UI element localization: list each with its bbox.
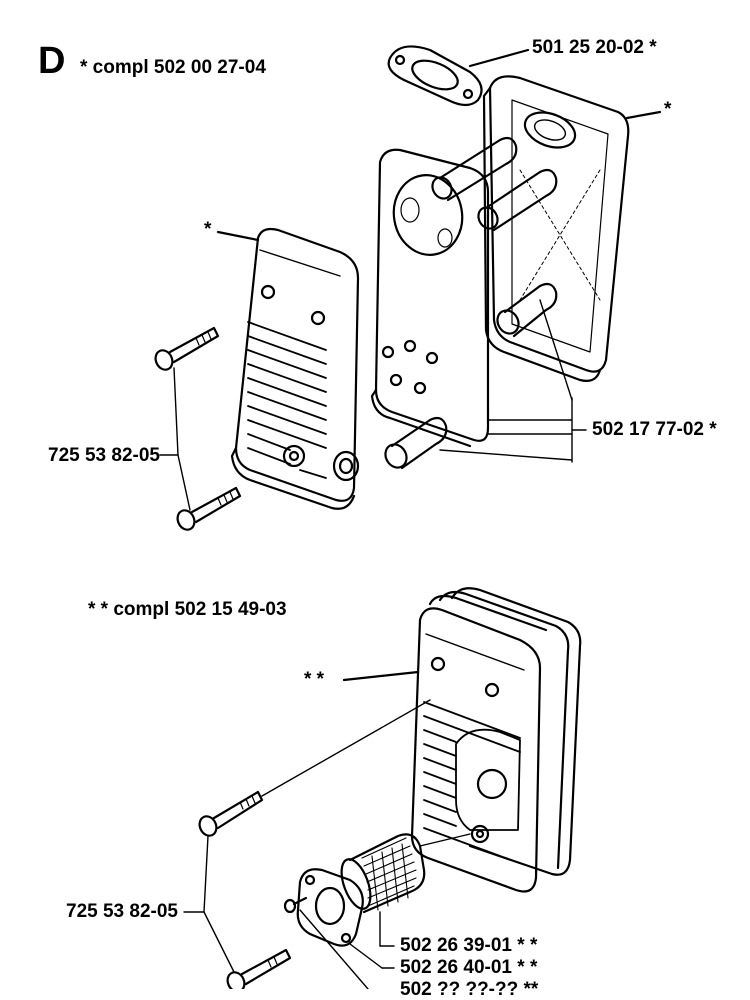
screw-bottom-1	[198, 699, 431, 837]
muffler-housing-bottom	[428, 587, 582, 876]
part-number-tubes: 502 17 77-02 *	[592, 419, 717, 440]
leader-cover-top	[216, 230, 260, 242]
tubes-upper	[431, 136, 558, 232]
front-cover-bottom	[410, 607, 542, 893]
section-letter: D	[38, 40, 66, 82]
leader-screws-bottom	[183, 835, 235, 973]
leader-housing	[625, 110, 662, 120]
part-star-cover-bottom: * *	[304, 669, 325, 690]
flange	[296, 868, 364, 947]
front-cover-top	[230, 227, 360, 510]
kit-label-bottom: * * compl 502 15 49-03	[88, 599, 287, 620]
tube-lower-left	[384, 416, 448, 470]
part-star-cover: *	[204, 219, 212, 240]
leader-tubes	[439, 299, 587, 463]
baffle-plate	[370, 148, 490, 448]
part-star-housing: *	[664, 99, 672, 120]
part-number-screws-bottom: 725 53 82-05	[66, 901, 178, 922]
part-number-flange: 502 26 40-01 * *	[400, 957, 538, 978]
gasket-top	[387, 45, 483, 107]
part-number-spark-screen: 502 26 39-01 * *	[400, 935, 538, 956]
part-number-partial: 502 ?? ??-?? **	[400, 979, 539, 1000]
leader-cover-bottom	[342, 670, 420, 682]
leader-gasket-top	[468, 48, 530, 68]
tube-lower-right	[496, 282, 558, 338]
screw-top-1	[154, 326, 220, 371]
screw-top-2	[176, 486, 242, 531]
small-screw	[283, 896, 308, 914]
part-number-screws-top: 725 53 82-05	[48, 445, 160, 466]
muffler-housing-rear	[482, 75, 630, 382]
leader-screws-top	[159, 367, 191, 511]
screw-bottom-2	[226, 948, 292, 989]
kit-label-top: * compl 502 00 27-04	[80, 57, 266, 78]
leaders-bottom-parts	[299, 909, 395, 989]
spark-screen	[340, 833, 471, 914]
part-number-gasket-top: 501 25 20-02 *	[532, 37, 657, 58]
